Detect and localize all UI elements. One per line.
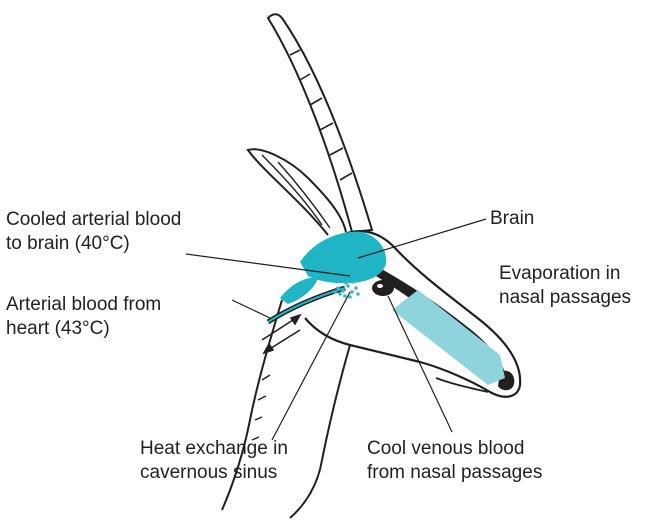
label-brain: Brain [490, 207, 534, 231]
label-arterial-heart-line2: heart (43°C) [6, 317, 161, 341]
label-cooled-arterial-blood: Cooled arterial blood to brain (40°C) [6, 208, 181, 256]
neck-front-outline [290, 345, 350, 518]
leader-arterial-heart [232, 300, 270, 318]
label-cooled-arterial-line1: Cooled arterial blood [6, 208, 181, 232]
label-heat-exchange-line1: Heat exchange in [140, 437, 288, 461]
label-cool-venous-blood: Cool venous blood from nasal passages [367, 437, 542, 485]
label-evaporation: Evaporation in nasal passages [499, 262, 631, 310]
label-cooled-arterial-line2: to brain (40°C) [6, 232, 181, 256]
eye [372, 280, 394, 296]
eye-highlight [377, 284, 383, 288]
neck-fur-marks [252, 375, 270, 440]
label-cool-venous-line2: from nasal passages [367, 461, 542, 485]
label-heat-exchange: Heat exchange in cavernous sinus [140, 437, 288, 485]
label-arterial-heart-line1: Arterial blood from [6, 293, 161, 317]
label-arterial-blood-from-heart: Arterial blood from heart (43°C) [6, 293, 161, 341]
label-cool-venous-line1: Cool venous blood [367, 437, 542, 461]
label-evaporation-line1: Evaporation in [499, 262, 631, 286]
label-brain-line1: Brain [490, 207, 534, 231]
label-evaporation-line2: nasal passages [499, 286, 631, 310]
label-heat-exchange-line2: cavernous sinus [140, 461, 288, 485]
